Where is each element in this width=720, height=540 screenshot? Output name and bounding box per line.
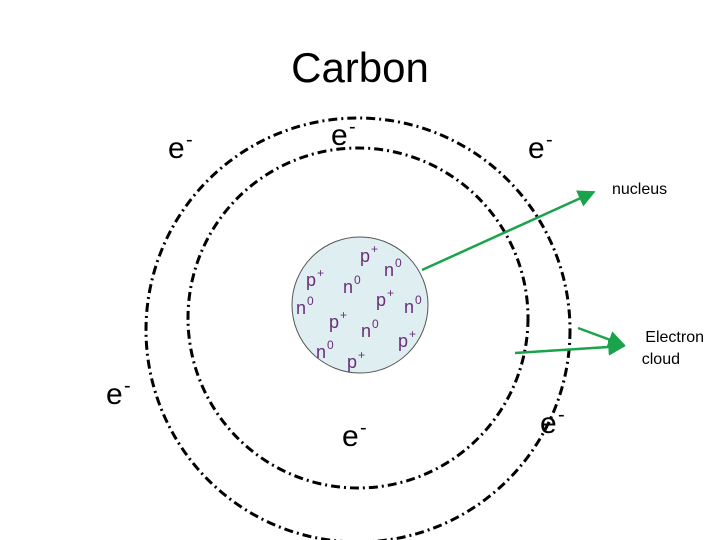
proton: p +	[360, 242, 378, 266]
electron: e -	[342, 417, 367, 453]
svg-text:e: e	[331, 119, 348, 152]
svg-text:-: -	[186, 129, 193, 151]
svg-text:n: n	[361, 321, 371, 341]
svg-text:p: p	[376, 290, 386, 310]
svg-text:p: p	[347, 352, 357, 372]
electron-cloud-arrow	[514, 338, 626, 356]
svg-text:-: -	[360, 417, 367, 439]
proton: p +	[398, 327, 416, 351]
svg-text:-: -	[349, 116, 356, 138]
svg-text:n: n	[296, 298, 306, 318]
inner-orbit	[186, 146, 530, 490]
neutron: n 0	[343, 273, 361, 297]
svg-text:0: 0	[395, 256, 402, 270]
svg-text:e: e	[106, 378, 123, 411]
svg-text:+: +	[387, 286, 394, 300]
svg-text:p: p	[398, 331, 408, 351]
svg-text:+: +	[340, 308, 347, 322]
svg-text:p: p	[306, 270, 316, 290]
svg-text:+: +	[358, 348, 365, 362]
electron: e -	[331, 116, 356, 152]
svg-text:n: n	[404, 297, 414, 317]
neutron: n 0	[316, 338, 334, 362]
neutron: n 0	[361, 317, 379, 341]
nucleus	[291, 236, 429, 374]
svg-text:e: e	[528, 132, 545, 165]
svg-text:+: +	[409, 327, 416, 341]
svg-text:-: -	[546, 129, 553, 151]
svg-text:0: 0	[354, 273, 361, 287]
diagram-title: Carbon	[291, 44, 429, 91]
electron: e -	[106, 375, 131, 411]
svg-text:p: p	[360, 246, 370, 266]
proton: p +	[306, 266, 324, 290]
nucleus-arrow	[421, 190, 596, 272]
svg-text:0: 0	[307, 294, 314, 308]
electron: e -	[168, 129, 193, 165]
proton: p +	[329, 308, 347, 332]
svg-text:-: -	[124, 375, 131, 397]
proton: p +	[347, 348, 365, 372]
svg-text:n: n	[343, 277, 353, 297]
electron-cloud-label: cloud	[642, 351, 680, 368]
svg-text:-: -	[558, 404, 565, 426]
electron: e -	[528, 129, 553, 165]
electron-cloud-arrow	[577, 326, 626, 348]
neutron: n 0	[296, 294, 314, 318]
svg-text:e: e	[168, 132, 185, 165]
nucleus-label: nucleus	[612, 181, 667, 198]
neutron: n 0	[384, 256, 402, 280]
svg-text:n: n	[316, 342, 326, 362]
svg-text:0: 0	[372, 317, 379, 331]
electron: e -	[540, 404, 565, 440]
svg-text:e: e	[342, 420, 359, 453]
svg-text:p: p	[329, 312, 339, 332]
svg-text:+: +	[317, 266, 324, 280]
svg-text:0: 0	[415, 293, 422, 307]
svg-text:e: e	[540, 407, 557, 440]
svg-text:0: 0	[327, 338, 334, 352]
proton: p +	[376, 286, 394, 310]
outer-orbit	[144, 116, 572, 540]
neutron: n 0	[404, 293, 422, 317]
svg-text:n: n	[384, 260, 394, 280]
svg-text:+: +	[371, 242, 378, 256]
electron-cloud-label: Electron	[645, 329, 704, 346]
